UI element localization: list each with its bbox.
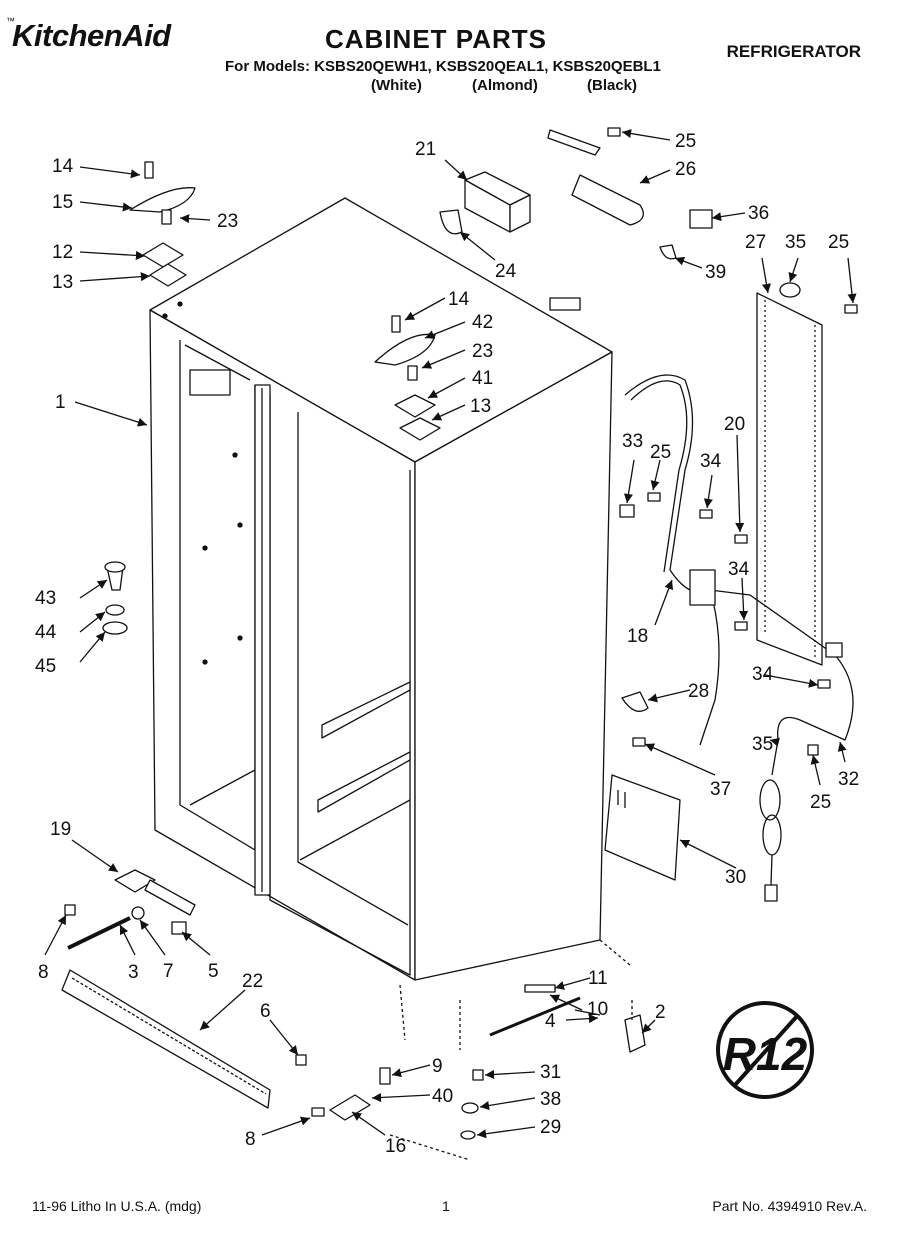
callout-12: 12: [52, 242, 73, 263]
callout-11: 11: [588, 968, 608, 989]
callout-14: 14: [52, 156, 74, 177]
callout-25: 25: [810, 792, 831, 813]
brand-trademark-mark: ™: [6, 16, 15, 26]
callout-8: 8: [38, 962, 49, 983]
callout-31: 31: [540, 1062, 561, 1083]
r12-badge-text: R12: [723, 1028, 808, 1080]
callout-3: 3: [128, 962, 139, 983]
callout-36: 36: [748, 203, 769, 224]
footer-page-number: 1: [442, 1198, 450, 1214]
callout-2: 2: [655, 1002, 666, 1023]
callout-43: 43: [35, 588, 56, 609]
callout-24: 24: [495, 261, 517, 282]
page-title: CABINET PARTS: [325, 24, 547, 54]
leader-lines: [44, 129, 857, 1139]
callout-25: 25: [650, 442, 671, 463]
brand-logo: KitchenAid: [12, 18, 171, 53]
callout-8: 8: [245, 1129, 256, 1150]
callout-44: 44: [35, 622, 57, 643]
callout-37: 37: [710, 779, 731, 800]
callout-34: 34: [700, 451, 722, 472]
color-black: (Black): [587, 77, 638, 94]
callout-9: 9: [432, 1056, 443, 1077]
callout-16: 16: [385, 1136, 406, 1157]
callout-13: 13: [52, 272, 73, 293]
callout-5: 5: [208, 961, 219, 982]
page-subtitle: REFRIGERATOR: [726, 42, 861, 61]
footer-part-number: Part No. 4394910 Rev.A.: [712, 1198, 867, 1214]
callout-34: 34: [752, 664, 774, 685]
callout-1: 1: [55, 392, 66, 413]
hardware-parts: [61, 127, 858, 1161]
callout-33: 33: [622, 431, 643, 452]
callout-14: 14: [448, 289, 470, 310]
callout-30: 30: [725, 867, 746, 888]
callout-41: 41: [472, 368, 493, 389]
callout-13: 13: [470, 396, 491, 417]
cabinet-body: [149, 197, 613, 981]
callout-10: 10: [587, 999, 608, 1020]
callout-40: 40: [432, 1086, 453, 1107]
callout-23: 23: [217, 211, 238, 232]
callout-7: 7: [163, 961, 174, 982]
color-white: (White): [371, 77, 422, 94]
callout-34: 34: [728, 559, 750, 580]
callout-42: 42: [472, 312, 493, 333]
models-line: For Models: KSBS20QEWH1, KSBS20QEAL1, KS…: [225, 58, 661, 75]
callout-45: 45: [35, 656, 56, 677]
color-almond: (Almond): [472, 77, 538, 94]
footer-litho: 11-96 Litho In U.S.A. (mdg): [32, 1198, 202, 1214]
callout-4: 4: [545, 1011, 556, 1032]
callout-25: 25: [828, 232, 849, 253]
callout-35: 35: [752, 734, 773, 755]
callout-21: 21: [415, 139, 436, 160]
callout-38: 38: [540, 1089, 561, 1110]
callout-27: 27: [745, 232, 766, 253]
callout-15: 15: [52, 192, 73, 213]
callout-25: 25: [675, 131, 696, 152]
r12-badge: R12: [716, 1001, 814, 1099]
callout-26: 26: [675, 159, 696, 180]
callout-23: 23: [472, 341, 493, 362]
callout-20: 20: [724, 414, 745, 435]
callout-18: 18: [627, 626, 648, 647]
callout-19: 19: [50, 819, 71, 840]
callout-6: 6: [260, 1001, 271, 1022]
callout-28: 28: [688, 681, 709, 702]
callout-22: 22: [242, 971, 263, 992]
callout-29: 29: [540, 1117, 561, 1138]
callout-32: 32: [838, 769, 859, 790]
callout-39: 39: [705, 262, 726, 283]
callout-35: 35: [785, 232, 806, 253]
callout-labels: 1 2 3 4 5 6 7 8 8 9 10 11 12 13 13 14 14…: [35, 131, 859, 1157]
